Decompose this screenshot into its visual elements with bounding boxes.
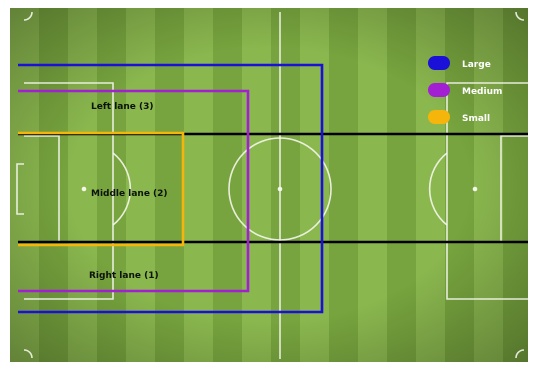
corner-arc-top-right <box>515 11 525 21</box>
right-penalty-arc <box>428 152 448 226</box>
left-goal <box>16 163 24 215</box>
legend: Large Medium Small <box>428 56 502 124</box>
legend-label-small: Small <box>462 114 490 124</box>
legend-swatch-small <box>428 110 450 124</box>
legend-swatch-medium <box>428 83 450 97</box>
lane-label-left: Left lane (3) <box>91 102 153 112</box>
legend-label-large: Large <box>462 60 491 70</box>
legend-item-medium: Medium <box>428 83 502 97</box>
legend-item-large: Large <box>428 56 491 70</box>
left-penalty-arc <box>112 152 132 226</box>
corner-arc-bottom-left <box>23 349 33 359</box>
zone-large-outline <box>18 63 324 314</box>
corner-arc-top-left <box>23 11 33 21</box>
centre-circle <box>228 137 332 241</box>
lane-labels: Left lane (3) Middle lane (2) Right lane… <box>89 102 168 281</box>
zone-medium-outline <box>18 89 250 293</box>
left-penalty-spot <box>81 186 87 192</box>
lane-label-right: Right lane (1) <box>89 271 159 281</box>
right-penalty-box <box>446 82 528 300</box>
legend-item-small: Small <box>428 110 490 124</box>
pitch-vignette <box>10 8 528 362</box>
zone-outlines <box>18 63 324 314</box>
field-markings <box>16 11 528 359</box>
legend-swatch-large <box>428 56 450 70</box>
zone-small-outline <box>18 131 185 247</box>
centre-spot <box>277 186 283 192</box>
left-penalty-box <box>24 82 114 300</box>
lane-label-middle: Middle lane (2) <box>91 189 168 199</box>
right-penalty-spot <box>472 186 478 192</box>
legend-label-medium: Medium <box>462 87 502 97</box>
pitch-background <box>10 8 528 362</box>
corner-arc-bottom-right <box>515 349 525 359</box>
